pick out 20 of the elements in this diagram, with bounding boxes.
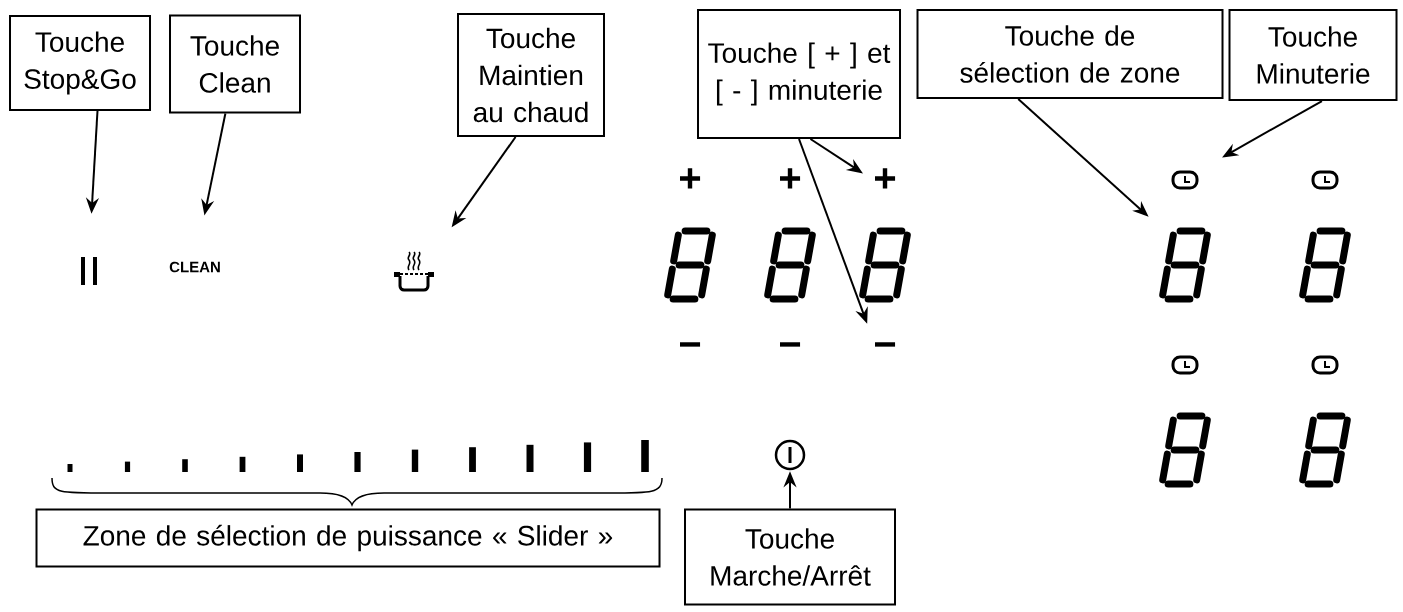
sign-symbol: + (780, 168, 801, 189)
pot-icon (394, 251, 434, 292)
callout-box: Zone de sélection de puissance « Slider » (35, 508, 661, 568)
callout-box: Touche Stop&Go (9, 15, 151, 111)
pause-symbol (81, 257, 97, 285)
callout-box: Touche Marche/Arrêt (684, 508, 896, 606)
button-text: CLEAN (169, 261, 220, 273)
digit-display (1159, 227, 1211, 303)
callout-box: Touche Minuterie (1228, 9, 1398, 101)
clock-icon (1171, 170, 1199, 190)
callout-box: Touche Clean (169, 14, 301, 114)
sign-symbol: + (680, 168, 701, 189)
sign-symbol: − (780, 342, 801, 347)
callout-box: Touche [ + ] et [ - ] minuterie (697, 9, 901, 139)
power-button (774, 439, 806, 471)
sign-symbol: − (875, 342, 896, 347)
sign-symbol: + (875, 168, 896, 189)
callout-box: Touche de sélection de zone (916, 9, 1224, 99)
callout-box: Touche Maintien au chaud (457, 13, 605, 137)
sign-symbol: − (680, 342, 701, 347)
